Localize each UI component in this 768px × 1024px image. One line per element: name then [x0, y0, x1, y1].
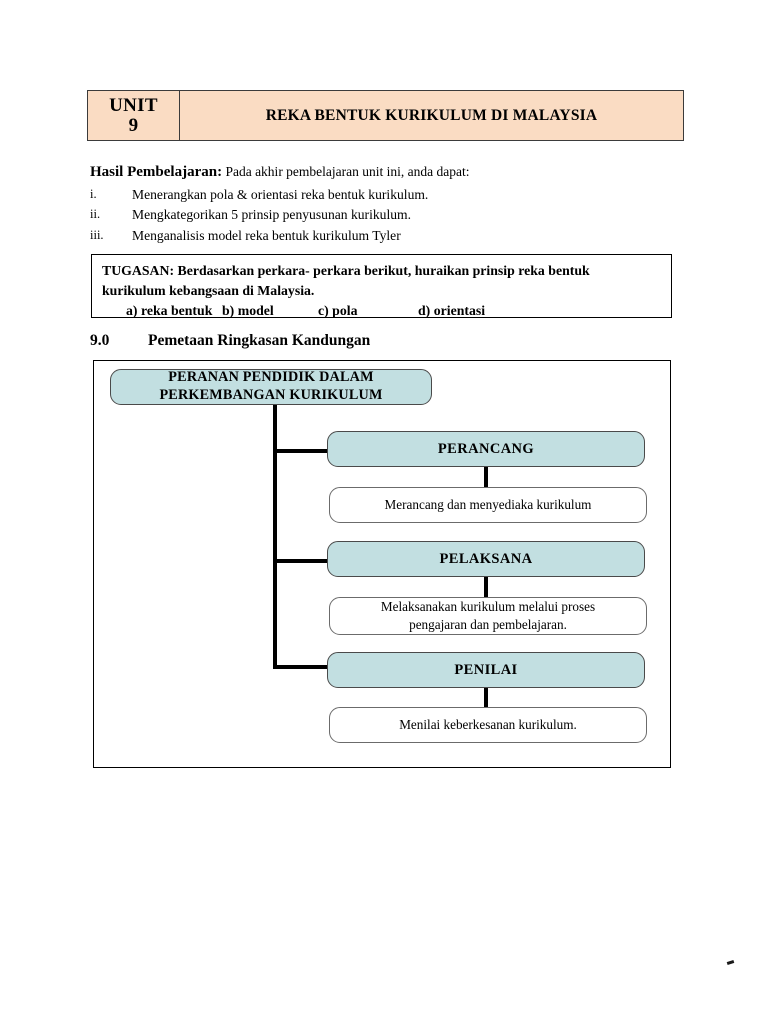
learning-outcomes: Hasil Pembelajaran: Pada akhir pembelaja…: [90, 162, 690, 247]
tugasan-line-1: TUGASAN: Berdasarkan perkara- perkara be…: [102, 263, 590, 278]
tugasan-option-a: a) reka bentuk: [126, 303, 213, 319]
outcome-number: ii.: [90, 207, 101, 222]
list-item: iii. Menganalisis model reka bentuk kuri…: [90, 226, 690, 247]
diagram-node-role-3: PENILAI: [327, 652, 645, 688]
tugasan-line-2: kurikulum kebangsaan di Malaysia.: [102, 282, 315, 298]
list-item: i. Menerangkan pola & orientasi reka ben…: [90, 185, 690, 206]
learning-outcomes-heading: Hasil Pembelajaran: Pada akhir pembelaja…: [90, 162, 690, 183]
diagram-branch-line-1: [273, 449, 329, 453]
diagram-node-role-1: PERANCANG: [327, 431, 645, 467]
unit-number-cell: UNIT 9: [88, 91, 180, 140]
outcome-text: Mengkategorikan 5 prinsip penyusunan kur…: [132, 207, 412, 223]
unit-word: UNIT: [109, 94, 158, 116]
desc-1-line-1: Merancang dan menyediaka kurikulum: [384, 497, 592, 513]
unit-banner: UNIT 9 REKA BENTUK KURIKULUM DI MALAYSIA: [87, 90, 684, 141]
diagram-node-root: PERANAN PENDIDIK DALAM PERKEMBANGAN KURI…: [110, 369, 432, 405]
diagram-node-desc-3: Menilai keberkesanan kurikulum.: [329, 707, 647, 743]
tugasan-options: a) reka bentuk b) model c) pola d) orien…: [102, 301, 663, 321]
diagram-node-desc-1: Merancang dan menyediaka kurikulum: [329, 487, 647, 523]
tugasan-option-c: c) pola: [318, 303, 358, 319]
content-map-diagram: PERANAN PENDIDIK DALAM PERKEMBANGAN KURI…: [93, 360, 671, 768]
tugasan-option-d: d) orientasi: [418, 303, 486, 319]
section-number: 9.0: [90, 332, 110, 349]
learning-outcomes-label: Hasil Pembelajaran:: [90, 164, 223, 180]
diagram-trunk-line: [273, 405, 277, 669]
section-heading: 9.0 Pemetaan Ringkasan Kandungan: [90, 332, 370, 350]
page-corner-mark: [726, 959, 735, 966]
desc-2-line-1: Melaksanakan kurikulum melalui proses: [380, 599, 596, 615]
desc-3-line-1: Menilai keberkesanan kurikulum.: [399, 717, 577, 733]
diagram-node-role-2: PELAKSANA: [327, 541, 645, 577]
diagram-branch-line-2: [273, 559, 329, 563]
list-item: ii. Mengkategorikan 5 prinsip penyusunan…: [90, 205, 690, 226]
diagram-drop-line-2: [484, 577, 488, 599]
outcome-text: Menerangkan pola & orientasi reka bentuk…: [132, 186, 429, 202]
unit-title: REKA BENTUK KURIKULUM DI MALAYSIA: [265, 106, 598, 124]
outcome-number: iii.: [90, 227, 104, 242]
tugasan-option-b: b) model: [222, 303, 274, 319]
root-line-2: PERKEMBANGAN KURIKULUM: [159, 387, 383, 403]
desc-2-line-2: pengajaran dan pembelajaran.: [409, 617, 567, 632]
outcome-text: Menganalisis model reka bentuk kurikulum…: [132, 227, 401, 243]
diagram-drop-line-1: [484, 467, 488, 489]
diagram-drop-line-3: [484, 688, 488, 709]
diagram-node-desc-2: Melaksanakan kurikulum melalui proses pe…: [329, 597, 647, 635]
unit-number: 9: [128, 114, 139, 136]
tugasan-box: TUGASAN: Berdasarkan perkara- perkara be…: [91, 254, 672, 318]
root-line-1: PERANAN PENDIDIK DALAM: [168, 369, 374, 386]
outcome-number: i.: [90, 186, 97, 201]
diagram-branch-line-3: [273, 665, 329, 669]
section-title: Pemetaan Ringkasan Kandungan: [148, 332, 371, 349]
learning-outcomes-intro: Pada akhir pembelajaran unit ini, anda d…: [222, 164, 470, 179]
